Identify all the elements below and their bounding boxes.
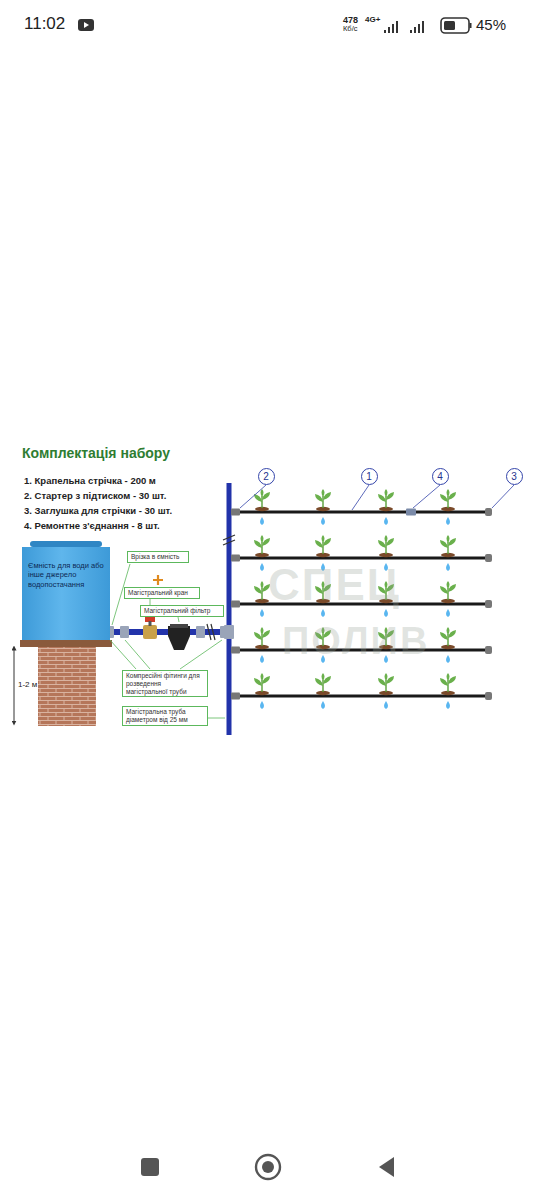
starter <box>231 601 240 608</box>
end-plug <box>485 600 492 608</box>
starter <box>231 647 240 654</box>
leaves <box>254 581 270 594</box>
end-plug <box>485 508 492 516</box>
leaves <box>440 581 456 594</box>
supply-line <box>106 617 229 650</box>
kit-item: 3. Заглушка для стрічки - 30 шт. <box>24 506 172 517</box>
water-drop <box>260 701 264 709</box>
watermark: СПЕЦ <box>268 560 401 611</box>
callout-box: Компресійні фітинги для розведення магіс… <box>122 670 208 697</box>
net-unit: Кб/с <box>343 25 358 34</box>
node-text: Ємність для води або інше джерело водопо… <box>28 561 104 589</box>
nav-bar <box>141 1155 394 1179</box>
leaves <box>440 673 456 686</box>
leaves <box>440 535 456 548</box>
battery-level: 45% <box>476 16 506 33</box>
water-drop <box>384 517 388 525</box>
watermark: ПОЛИВ <box>282 620 429 664</box>
leaves <box>378 535 394 548</box>
leaves <box>440 489 456 502</box>
node-text: Магістральний фільтр <box>144 607 220 615</box>
callout-number: 2 <box>258 468 275 485</box>
leaves <box>315 535 331 548</box>
end-plug <box>485 646 492 654</box>
leaves <box>254 673 270 686</box>
kit-item: 2. Стартер з підтиском - 30 шт. <box>24 491 166 502</box>
dimension: 1-2 м <box>17 680 38 689</box>
callout-number: 1 <box>361 468 378 485</box>
repair-coupling <box>406 509 416 516</box>
callout-number: 3 <box>506 468 523 485</box>
callout-box: Магістральний фільтр <box>140 605 224 617</box>
leaves <box>315 489 331 502</box>
callout-box: Магістральний кран <box>124 587 200 599</box>
leaves <box>254 627 270 640</box>
callout-box: Врізка в ємність <box>127 551 189 563</box>
brick-pillar <box>38 647 96 726</box>
water-tank: Ємність для води або інше джерело водопо… <box>22 547 110 640</box>
node-text: Компресійні фітинги для розведення магіс… <box>126 672 204 695</box>
end-plug <box>485 692 492 700</box>
water-drop <box>321 517 325 525</box>
water-drop <box>321 701 325 709</box>
node-text: Магістральний кран <box>128 589 196 597</box>
leaves <box>254 489 270 502</box>
title: Комплектація набору <box>22 445 170 461</box>
end-plug <box>485 554 492 562</box>
starter <box>231 509 240 516</box>
leaves <box>378 489 394 502</box>
water-drop <box>321 609 325 617</box>
network-type: 4G+ <box>365 15 380 24</box>
leaves <box>440 627 456 640</box>
status-icons <box>78 18 472 33</box>
leaves <box>254 535 270 548</box>
water-drop <box>446 609 450 617</box>
water-drop <box>384 609 388 617</box>
water-drop <box>260 655 264 663</box>
water-drop <box>260 563 264 571</box>
slab <box>20 640 112 647</box>
node-text: Магістральна труба діаметром від 25 мм <box>126 708 204 724</box>
net-speed: 478 <box>343 15 358 25</box>
dimension-arrow <box>14 648 15 723</box>
kit-item: 1. Крапельна стрічка - 200 м <box>24 476 156 487</box>
leaves <box>315 673 331 686</box>
callout-box: Магістральна труба діаметром від 25 мм <box>122 706 208 726</box>
leaves <box>378 673 394 686</box>
starter <box>231 693 240 700</box>
drip-rows <box>231 489 492 709</box>
node-text: Врізка в ємність <box>131 553 185 561</box>
water-drop <box>260 517 264 525</box>
leader-lines <box>110 564 225 718</box>
kit-item: 4. Ремонтне з'єднання - 8 шт. <box>24 521 160 532</box>
water-drop <box>384 701 388 709</box>
starter <box>231 555 240 562</box>
insert-marker <box>153 575 163 585</box>
water-drop <box>446 655 450 663</box>
water-drop <box>260 609 264 617</box>
callout-leaders <box>240 485 514 510</box>
water-drop <box>446 563 450 571</box>
water-drop <box>446 701 450 709</box>
water-drop <box>446 517 450 525</box>
clock: 11:02 <box>24 14 65 34</box>
callout-number: 4 <box>432 468 449 485</box>
